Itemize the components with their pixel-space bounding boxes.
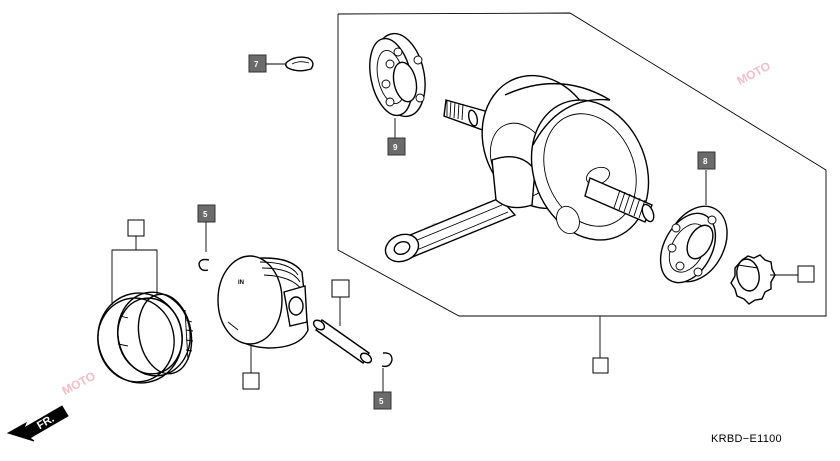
callout-9 [387, 137, 406, 156]
svg-text:9: 9 [393, 143, 398, 152]
piston: IN [217, 255, 309, 349]
crankshaft-assembly-callout [592, 357, 609, 374]
front-direction-arrow: FR. [6, 405, 69, 442]
watermark-top: MOTO [735, 59, 773, 88]
svg-text:MOTO: MOTO [735, 59, 773, 88]
left-crank-bearing [369, 32, 426, 118]
piston-pin [312, 318, 373, 365]
callout-8 [697, 151, 716, 170]
svg-text:7: 7 [254, 60, 259, 69]
piston-rings-callout [127, 219, 145, 237]
crankshaft-group-outline [337, 12, 827, 317]
sprocket-callout [797, 265, 815, 283]
leader-rings-a [111, 236, 137, 305]
callout-5-bottom [373, 391, 392, 410]
leader-rings-b [136, 249, 158, 295]
right-crank-bearing [659, 205, 728, 284]
callout-7 [248, 54, 267, 73]
piston-pin-callout [331, 279, 350, 298]
drawing-code: KRBD−E1100 [711, 433, 782, 445]
svg-text:8: 8 [703, 157, 708, 166]
piston-callout [242, 372, 260, 390]
svg-text:5: 5 [203, 210, 208, 219]
crankshaft [384, 74, 655, 263]
piston-pin-clip-top [198, 258, 210, 272]
piston-pin-clip-bottom [381, 352, 393, 368]
svg-text:IN: IN [238, 280, 244, 286]
svg-text:5: 5 [379, 397, 384, 406]
callout-5-top [197, 204, 216, 223]
watermark-bottom: MOTO [60, 369, 98, 398]
timing-sprocket [730, 254, 776, 305]
woodruff-key [285, 56, 314, 72]
piston-rings [97, 291, 194, 384]
svg-text:MOTO: MOTO [60, 369, 98, 398]
